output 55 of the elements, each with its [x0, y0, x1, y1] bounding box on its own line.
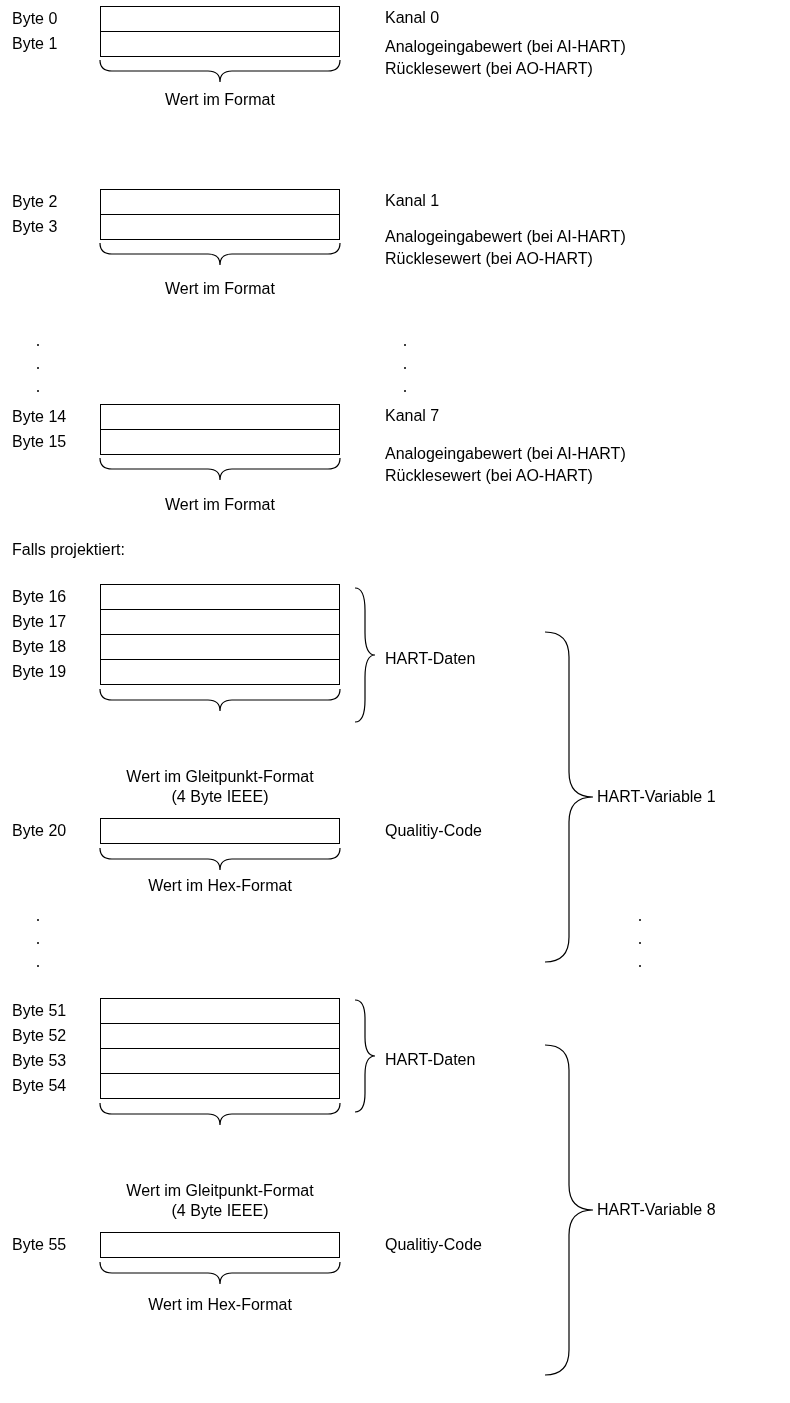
format-label: Wert im Hex-Format	[147, 876, 293, 896]
value-description: Rücklesewert (bei AO-HART)	[385, 249, 593, 269]
format-label: Wert im Gleitpunkt-Format (4 Byte IEEE)	[125, 767, 315, 807]
byte-label: Byte 51	[12, 1001, 67, 1021]
value-description: Analogeingabewert (bei AI-HART)	[385, 37, 626, 57]
byte-field	[100, 214, 340, 240]
byte-field	[100, 1048, 340, 1074]
format-label: Wert im Format	[164, 495, 276, 515]
format-label: Wert im Gleitpunkt-Format (4 Byte IEEE)	[125, 1181, 315, 1221]
byte-label: Byte 55	[12, 1235, 67, 1255]
format-label: Wert im Format	[164, 279, 276, 299]
group-label: HART-Daten	[385, 1050, 476, 1070]
format-label: Wert im Hex-Format	[147, 1295, 293, 1315]
byte-label: Byte 18	[12, 637, 67, 657]
byte-label: Byte 17	[12, 612, 67, 632]
field-label: Qualitiy-Code	[385, 1235, 482, 1255]
channel-label: Kanal 0	[385, 8, 440, 28]
byte-label: Byte 15	[12, 432, 67, 452]
field-label: Qualitiy-Code	[385, 821, 482, 841]
byte-label: Byte 19	[12, 662, 67, 682]
byte-field	[100, 1232, 340, 1258]
byte-field	[100, 404, 340, 430]
byte-field	[100, 659, 340, 685]
byte-field	[100, 998, 340, 1024]
byte-field	[100, 609, 340, 635]
value-description: Analogeingabewert (bei AI-HART)	[385, 444, 626, 464]
format-label: Wert im Format	[164, 90, 276, 110]
value-description: Analogeingabewert (bei AI-HART)	[385, 227, 626, 247]
byte-label: Byte 14	[12, 407, 67, 427]
byte-field	[100, 584, 340, 610]
byte-label: Byte 20	[12, 821, 67, 841]
byte-label: Byte 53	[12, 1051, 67, 1071]
byte-label: Byte 1	[12, 34, 58, 54]
channel-label: Kanal 7	[385, 406, 440, 426]
channel-label: Kanal 1	[385, 191, 440, 211]
byte-field	[100, 818, 340, 844]
value-description: Rücklesewert (bei AO-HART)	[385, 466, 593, 486]
group-label: HART-Variable 1	[597, 787, 716, 807]
byte-label: Byte 0	[12, 9, 58, 29]
byte-field	[100, 31, 340, 57]
byte-field	[100, 1073, 340, 1099]
section-note: Falls projektiert:	[12, 540, 125, 560]
group-label: HART-Daten	[385, 649, 476, 669]
byte-label: Byte 54	[12, 1076, 67, 1096]
value-description: Rücklesewert (bei AO-HART)	[385, 59, 593, 79]
byte-label: Byte 16	[12, 587, 67, 607]
byte-label: Byte 2	[12, 192, 58, 212]
group-label: HART-Variable 8	[597, 1200, 716, 1220]
byte-field	[100, 6, 340, 32]
byte-field	[100, 429, 340, 455]
byte-label: Byte 52	[12, 1026, 67, 1046]
byte-label: Byte 3	[12, 217, 58, 237]
byte-field	[100, 189, 340, 215]
byte-field	[100, 1023, 340, 1049]
byte-field	[100, 634, 340, 660]
